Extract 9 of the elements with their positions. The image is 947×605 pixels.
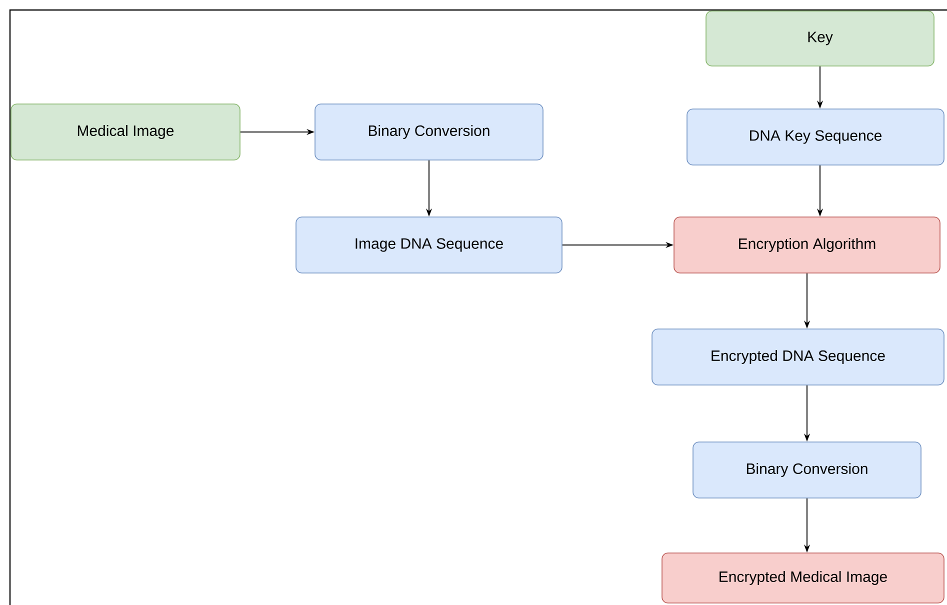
process-box: Encryption Algorithm: [674, 216, 940, 274]
process-box: Binary Conversion: [314, 104, 544, 160]
process-box: DNA Key Sequence: [686, 108, 944, 166]
process-box: Encrypted Medical Image: [662, 552, 944, 604]
process-box: Image DNA Sequence: [296, 216, 562, 274]
process-box: Key: [706, 10, 934, 66]
process-box: Binary Conversion: [692, 442, 922, 498]
process-box: Medical Image: [10, 104, 240, 160]
process-box: Encrypted DNA Sequence: [652, 328, 944, 386]
